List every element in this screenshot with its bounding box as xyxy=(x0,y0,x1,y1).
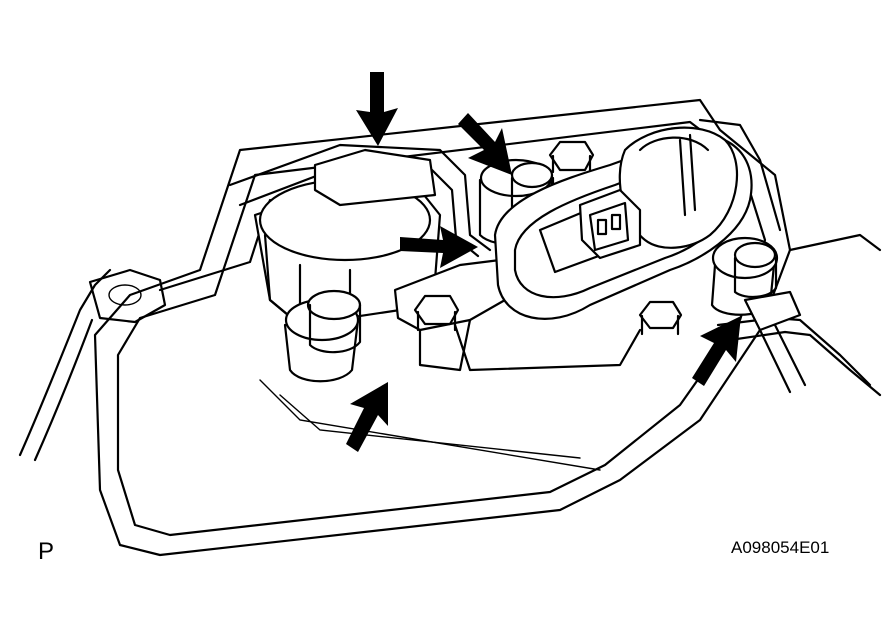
arrow-down-icon xyxy=(346,382,388,452)
arrow-down-icon xyxy=(692,316,741,386)
figure-code: A098054E01 xyxy=(731,538,830,557)
port-right xyxy=(710,236,779,316)
view-label: P xyxy=(38,538,55,565)
arrow-down-icon xyxy=(458,113,512,175)
arrow-down-icon xyxy=(400,226,478,268)
bolt-icon xyxy=(413,294,460,332)
arrow-down-icon xyxy=(356,72,398,146)
connector-icon xyxy=(578,188,642,260)
wire-harness-left xyxy=(18,198,272,462)
port-left xyxy=(283,289,362,383)
hose-right xyxy=(698,118,882,397)
bolt-icon xyxy=(638,300,683,336)
bolt-icon xyxy=(548,140,595,174)
